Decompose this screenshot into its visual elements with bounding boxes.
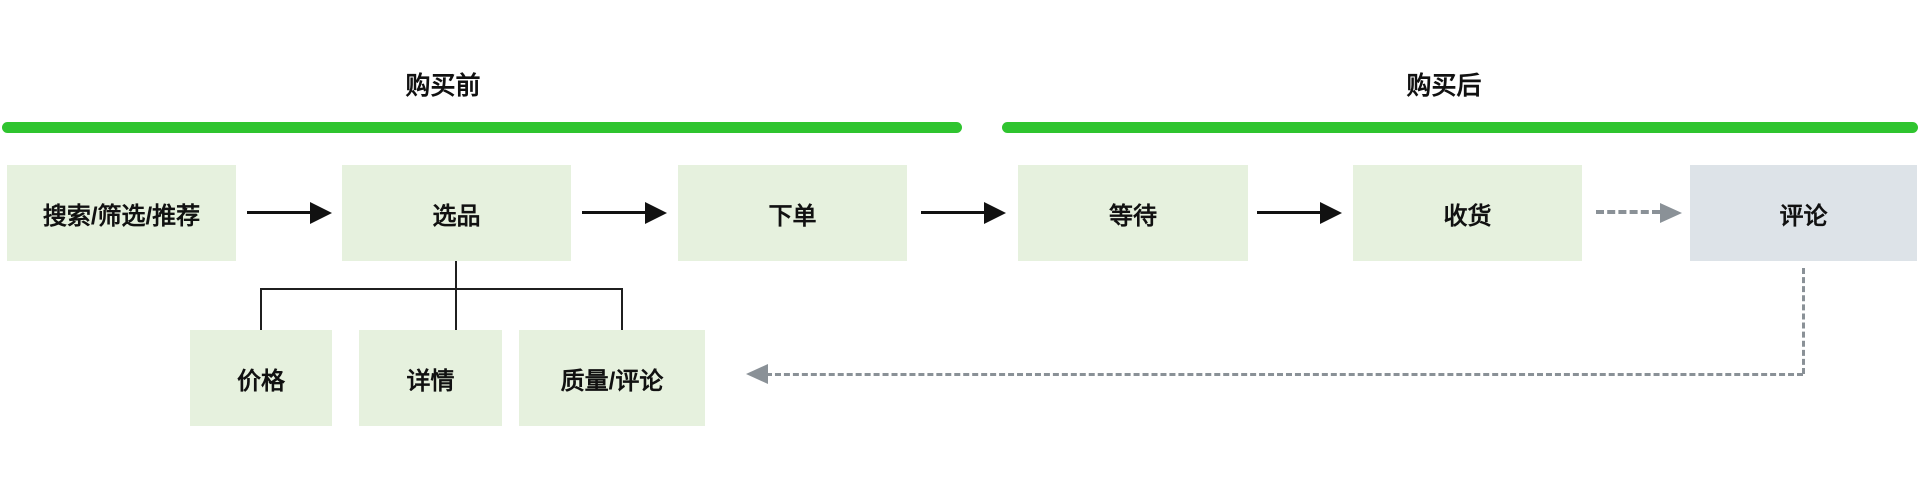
arrow-shaft [921, 211, 987, 214]
arrow-shaft [247, 211, 313, 214]
arrow-shaft [1257, 211, 1323, 214]
tree-connector-branch [260, 288, 623, 290]
arrow-head [1320, 202, 1342, 224]
arrow-head [984, 202, 1006, 224]
dashed-arrow-left-icon [746, 364, 768, 384]
flow-step-receive-goods: 收货 [1353, 165, 1582, 261]
flow-step-review: 评论 [1690, 165, 1917, 261]
arrow-head [310, 202, 332, 224]
flow-step-place-order: 下单 [678, 165, 907, 261]
flow-step-wait: 等待 [1018, 165, 1248, 261]
phase-label-post-purchase: 购买后 [1406, 72, 1482, 100]
phase-bar-post-purchase [1002, 122, 1918, 133]
factor-price: 价格 [190, 330, 332, 426]
phase-bar-pre-purchase [2, 122, 962, 133]
arrow-shaft [582, 211, 648, 214]
arrow-right-icon [1257, 202, 1342, 224]
arrow-right-icon [247, 202, 332, 224]
tree-connector-drop-right [621, 288, 623, 330]
feedback-dashed-vertical-line [1802, 268, 1805, 374]
flow-step-search-filter-recommend: 搜索/筛选/推荐 [7, 165, 236, 261]
feedback-dashed-horizontal-line [766, 373, 1803, 376]
arrow-right-icon [921, 202, 1006, 224]
factor-detail: 详情 [359, 330, 502, 426]
factor-quality-review: 质量/评论 [519, 330, 705, 426]
dashed-arrow-right-icon [1596, 202, 1682, 224]
arrow-head [645, 202, 667, 224]
flow-step-select-product: 选品 [342, 165, 571, 261]
arrow-right-icon [582, 202, 667, 224]
arrow-head [1660, 203, 1682, 223]
arrow-shaft [1596, 210, 1660, 214]
tree-connector-drop-left [260, 288, 262, 330]
tree-connector-stem [455, 261, 457, 330]
phase-label-pre-purchase: 购买前 [405, 72, 481, 100]
